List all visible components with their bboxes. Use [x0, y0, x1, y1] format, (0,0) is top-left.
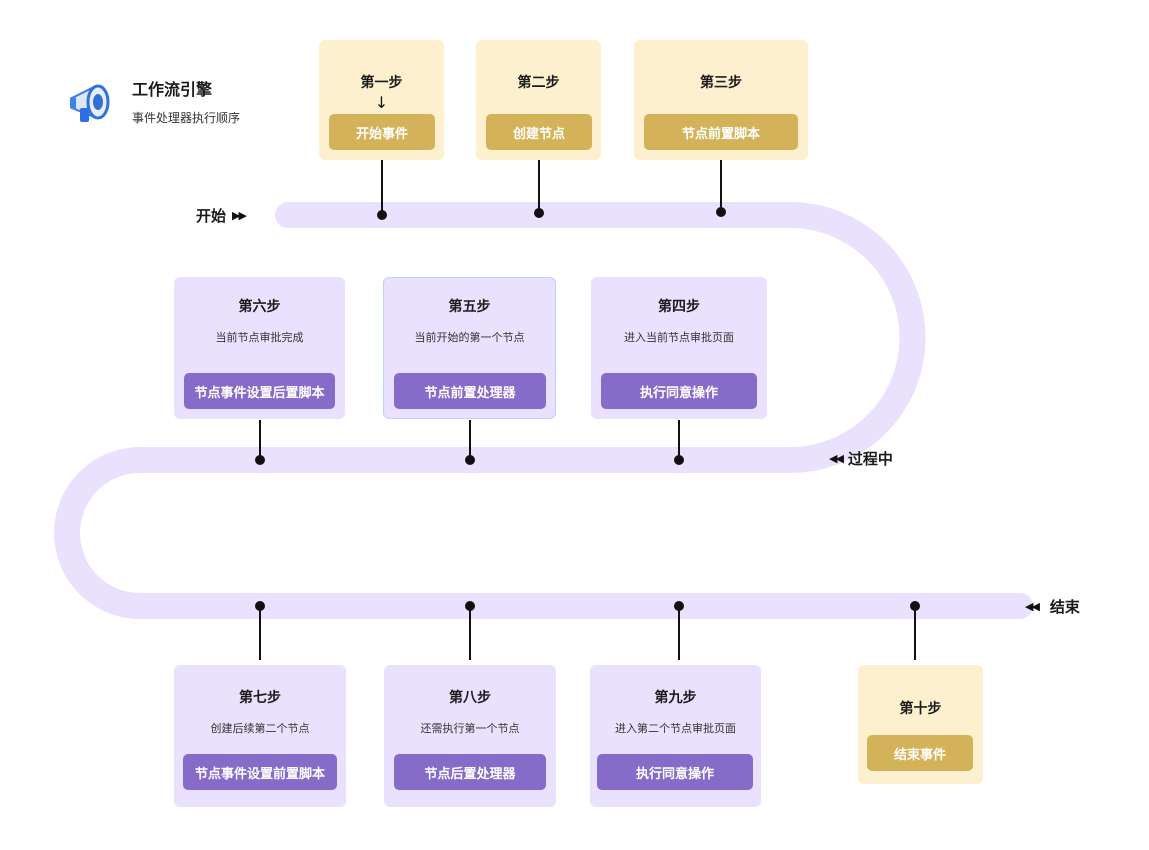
create-node-button[interactable]: 创建节点 [486, 114, 592, 150]
middle-marker: ◀◀ 过程中 [829, 448, 893, 469]
connector-dot [910, 601, 920, 611]
play-forward-icon: ▶▶ [232, 209, 247, 222]
step-card-7: 第七步 创建后续第二个节点 节点事件设置前置脚本 [174, 665, 346, 807]
node-event-post-script-button[interactable]: 节点事件设置后置脚本 [184, 373, 335, 409]
step-title: 第四步 [658, 299, 700, 315]
step-title: 第七步 [239, 690, 281, 706]
execute-approve-button[interactable]: 执行同意操作 [597, 754, 753, 790]
step-card-9: 第九步 进入第二个节点审批页面 执行同意操作 [590, 665, 761, 807]
node-post-processor-button[interactable]: 节点后置处理器 [394, 754, 546, 790]
arrow-down-icon: ↓ [374, 93, 389, 112]
step-title: 第二步 [517, 75, 560, 91]
start-event-button[interactable]: 开始事件 [329, 114, 435, 150]
step-card-4: 第四步 进入当前节点审批页面 执行同意操作 [591, 277, 767, 419]
megaphone-icon [66, 78, 116, 128]
step-title: 第三步 [700, 75, 742, 91]
start-label: 开始 [196, 207, 227, 225]
step-desc: 进入当前节点审批页面 [624, 331, 734, 344]
step-card-1: 第一步 ↓ 开始事件 [319, 40, 444, 160]
connector-dot [674, 601, 684, 611]
step-desc: 当前节点审批完成 [215, 331, 304, 344]
connector-dot [255, 601, 265, 611]
rewind-icon: ◀◀ [1025, 600, 1040, 613]
step-title: 第八步 [449, 690, 491, 706]
track-path [54, 202, 1033, 619]
end-marker: ◀◀ 结束 [1025, 596, 1080, 617]
step-card-2: 第二步 创建节点 [476, 40, 601, 160]
node-pre-script-button[interactable]: 节点前置脚本 [644, 114, 798, 150]
step-title: 第九步 [654, 690, 697, 706]
execute-approve-button[interactable]: 执行同意操作 [601, 373, 757, 409]
step-card-5: 第五步 当前开始的第一个节点 节点前置处理器 [383, 277, 556, 419]
connector-dot [534, 208, 544, 218]
step-title: 第一步 [360, 75, 403, 91]
node-pre-processor-button[interactable]: 节点前置处理器 [394, 373, 546, 409]
connector-dot [255, 455, 265, 465]
step-desc: 当前开始的第一个节点 [414, 331, 525, 344]
step-desc: 进入第二个节点审批页面 [615, 722, 736, 735]
page-title: 工作流引擎 [132, 80, 213, 99]
connector-dot [674, 455, 684, 465]
node-event-pre-script-button[interactable]: 节点事件设置前置脚本 [183, 754, 337, 790]
step-title: 第十步 [899, 701, 942, 717]
connector-dot [465, 455, 475, 465]
connector-dot [377, 210, 387, 220]
connector-dot [716, 207, 726, 217]
step-card-8: 第八步 还需执行第一个节点 节点后置处理器 [384, 665, 556, 807]
connector-dot [465, 601, 475, 611]
step-title: 第六步 [238, 299, 281, 315]
start-marker: 开始 ▶▶ [196, 205, 247, 226]
end-label: 结束 [1049, 598, 1080, 616]
step-card-6: 第六步 当前节点审批完成 节点事件设置后置脚本 [174, 277, 345, 419]
step-card-10: 第十步 结束事件 [858, 665, 983, 784]
step-desc: 还需执行第一个节点 [420, 722, 520, 735]
page-subtitle: 事件处理器执行顺序 [132, 111, 241, 125]
end-event-button[interactable]: 结束事件 [867, 735, 973, 771]
step-card-3: 第三步 节点前置脚本 [634, 40, 808, 160]
step-desc: 创建后续第二个节点 [210, 722, 310, 735]
rewind-icon: ◀◀ [829, 452, 844, 465]
step-title: 第五步 [448, 299, 491, 315]
middle-label: 过程中 [847, 450, 893, 468]
